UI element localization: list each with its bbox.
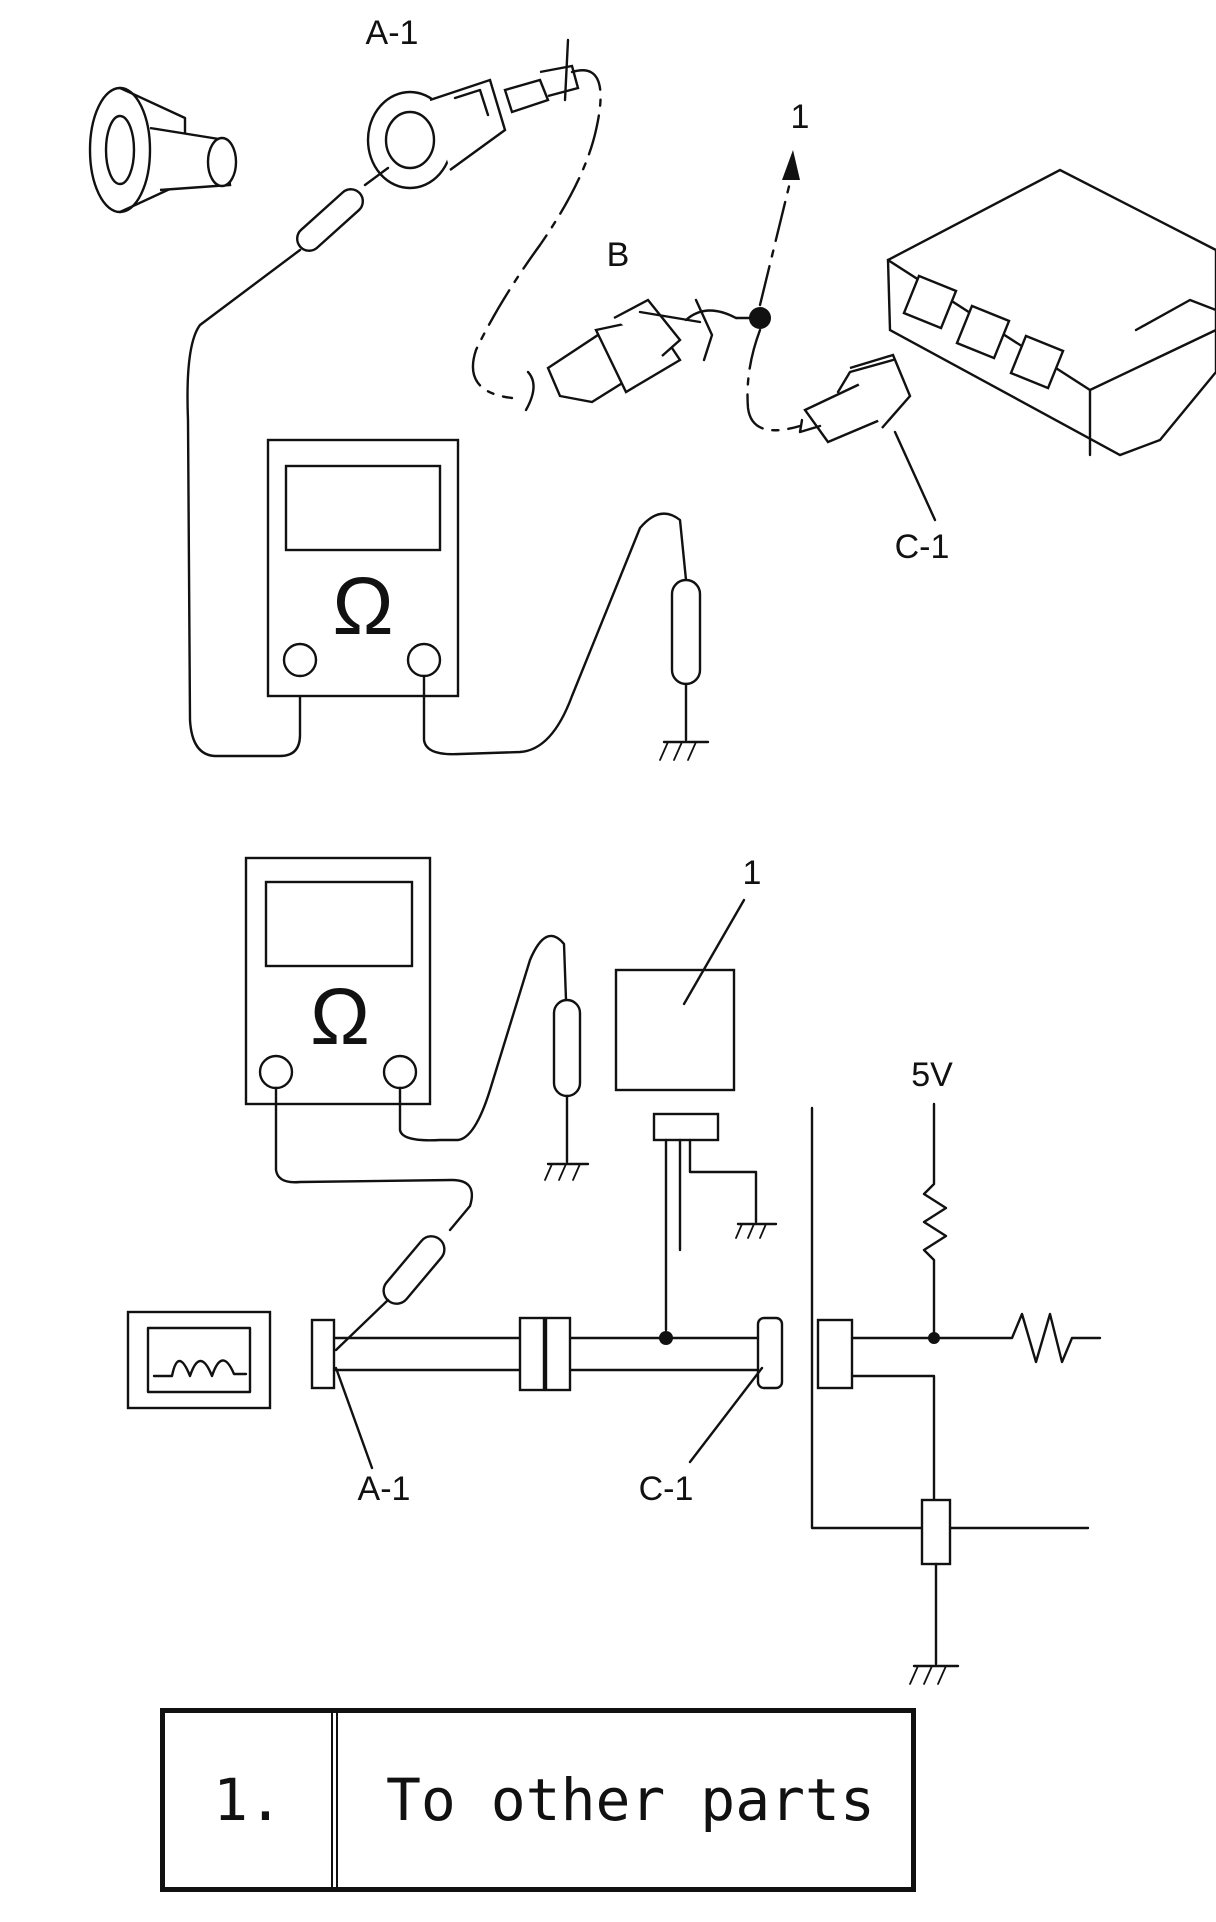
connector-c1-illustration <box>798 353 912 444</box>
leader-a1-bottom <box>334 1366 374 1470</box>
label-c1-top: C-1 <box>895 528 950 566</box>
ohm-symbol-bottom: Ω <box>310 972 370 1061</box>
leader-c1-bottom <box>688 1366 764 1464</box>
label-b: B <box>607 236 630 274</box>
label-a1-top: A-1 <box>366 14 419 52</box>
sensor-illustration <box>88 86 238 214</box>
label-5v: 5V <box>911 1056 953 1094</box>
connector-a1-illustration <box>366 38 580 190</box>
ohm-symbol-top: Ω <box>332 561 393 652</box>
connector-b-schematic <box>518 1316 572 1392</box>
harness-a1-to-b <box>471 69 602 400</box>
other-parts-box <box>614 968 778 1332</box>
leader-c1-top <box>893 430 937 522</box>
connector-b-illustration <box>546 298 738 404</box>
probe-to-a1-bottom <box>274 1086 474 1352</box>
multimeter-top: Ω <box>266 438 460 698</box>
ground-probe-top <box>422 512 710 761</box>
leader-1-bottom <box>682 898 746 1006</box>
ecu-circuit <box>810 1102 1102 1685</box>
legend-table: 1. To other parts <box>160 1708 916 1892</box>
label-1-bottom: 1 <box>743 854 762 892</box>
connector-c1-schematic <box>756 1316 784 1390</box>
ground-probe-bottom <box>398 934 590 1181</box>
label-a1-bottom: A-1 <box>358 1470 411 1508</box>
sensor-waveform-box <box>126 1310 272 1410</box>
harness-line <box>332 1336 762 1372</box>
splice-point <box>749 307 771 329</box>
splice-point-bottom <box>659 1331 673 1345</box>
ecu-box <box>886 168 1216 457</box>
label-1-top: 1 <box>791 98 810 136</box>
label-c1-bottom: C-1 <box>639 1470 694 1508</box>
probe-to-a1 <box>186 166 390 758</box>
legend-number: 1. <box>165 1713 338 1887</box>
multimeter-bottom: Ω <box>244 856 432 1106</box>
legend-text: To other parts <box>386 1766 875 1834</box>
leader-1-top <box>758 168 795 307</box>
